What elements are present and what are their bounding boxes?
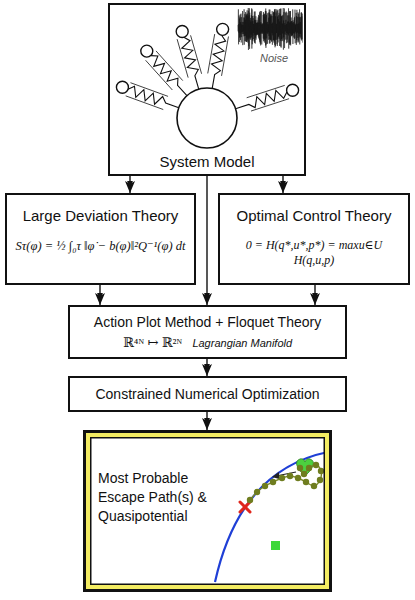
- text-row: Action Plot Method + Floquet Theory: [94, 314, 321, 330]
- signal-label: Noise: [244, 52, 304, 64]
- text-row: System Model: [159, 153, 254, 170]
- process-box: Constrained Numerical Optimization: [68, 376, 347, 412]
- text-row: 0 = H(q*,u*,p*) = maxu∈U H(q,u,p): [224, 224, 404, 268]
- text-row: ℝ⁴ᴺ ↦ ℝ²ᴺ Lagrangian Manifold: [123, 330, 292, 351]
- text-row: Constrained Numerical Optimization: [95, 386, 319, 402]
- formula: 0 = H(q*,u*,p*) = maxu∈U H(q,u,p): [224, 238, 404, 268]
- flow-arrow: [314, 285, 315, 305]
- theory-box: Large Deviation TheorySτ(φ) = ½ ∫₀τ ‖φ̇ …: [5, 193, 196, 285]
- flow-arrow: [206, 359, 207, 376]
- separatrix-curve: [215, 452, 328, 582]
- result-box: Most Probable Escape Path(s) & Quasipote…: [83, 430, 332, 592]
- text-row: Large Deviation Theory: [23, 207, 179, 224]
- model-box: System Model: [108, 3, 306, 176]
- spring-arm: [141, 45, 187, 96]
- box-title: Constrained Numerical Optimization: [95, 386, 319, 402]
- box-title: Large Deviation Theory: [23, 207, 179, 224]
- text-row: Most Probable Escape Path(s) & Quasipote…: [98, 469, 216, 526]
- box-title: Optimal Control Theory: [237, 207, 392, 224]
- escape-path-plot: [215, 452, 328, 582]
- text-row: Sτ(φ) = ½ ∫₀τ ‖φ̇ − b(φ)‖²Q⁻¹(φ) dt: [16, 224, 186, 254]
- spring-arm: [116, 81, 178, 109]
- path-dots: [247, 462, 324, 503]
- flow-arrow: [282, 176, 283, 193]
- formula: Sτ(φ) = ½ ∫₀τ ‖φ̇ − b(φ)‖²Q⁻¹(φ) dt: [16, 238, 186, 254]
- box-title: System Model: [159, 153, 254, 170]
- system-illustration: [116, 23, 298, 148]
- spring-arm: [176, 25, 201, 89]
- flow-arrow: [99, 285, 100, 305]
- saddle-cross: [240, 502, 250, 512]
- rotor-circle: [177, 88, 237, 148]
- flow-arrow: [206, 412, 207, 430]
- flow-arrow: [206, 176, 207, 305]
- annotation: Lagrangian Manifold: [192, 337, 292, 349]
- box-title: Action Plot Method + Floquet Theory: [94, 314, 321, 330]
- box-title: Most Probable Escape Path(s) & Quasipote…: [98, 469, 216, 526]
- stable-point: [271, 541, 280, 550]
- noise-signal: [238, 8, 302, 50]
- text-row: Optimal Control Theory: [237, 207, 392, 224]
- theory-box: Optimal Control Theory 0 = H(q*,u*,p*) = …: [218, 193, 410, 285]
- flow-arrow: [129, 176, 130, 193]
- method-box: Action Plot Method + Floquet Theoryℝ⁴ᴺ ↦…: [68, 305, 347, 359]
- formula: ℝ⁴ᴺ ↦ ℝ²ᴺ: [123, 335, 182, 351]
- spring-arm: [236, 84, 299, 111]
- spring-arm: [208, 23, 229, 88]
